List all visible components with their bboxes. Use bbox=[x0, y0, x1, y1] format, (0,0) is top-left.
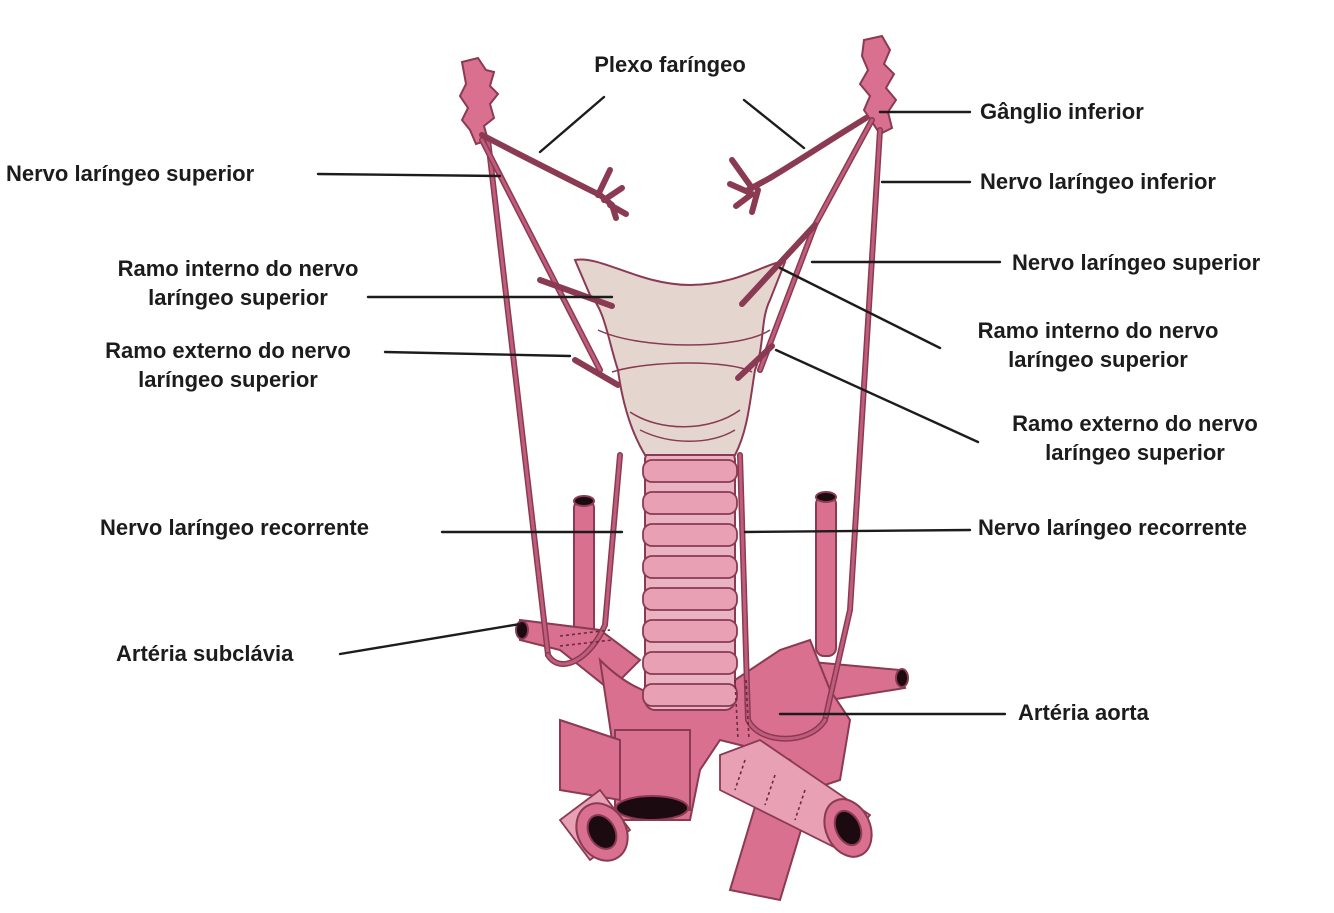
right-external-branch bbox=[735, 343, 775, 381]
leader-plexo-faringeo-left bbox=[538, 95, 606, 154]
pharyngeal-twig bbox=[595, 167, 629, 221]
nerve-highlight bbox=[486, 138, 550, 657]
pharyngeal-twig bbox=[727, 157, 761, 215]
cartilage-contour bbox=[597, 329, 771, 346]
label-recorrente-left: Nervo laríngeo recorrente bbox=[100, 515, 369, 540]
label-nervo-laringeo-superior-right: Nervo laríngeo superior bbox=[1012, 250, 1261, 275]
left-bronchus-lumen bbox=[586, 814, 618, 850]
aorta-lumen bbox=[615, 795, 689, 821]
right-vertical-artery bbox=[815, 495, 837, 657]
right-internal-branch bbox=[739, 222, 818, 307]
nerve-highlight bbox=[738, 453, 827, 741]
larynx bbox=[573, 258, 787, 456]
left-external-branch bbox=[572, 357, 621, 388]
leader-ramo-externo-left bbox=[383, 350, 572, 358]
label-ramo-interno-left-line2: laríngeo superior bbox=[148, 285, 328, 310]
bronchus-ring-line bbox=[734, 759, 746, 791]
tracheal-ring bbox=[642, 459, 738, 483]
tracheal-ring bbox=[642, 683, 738, 707]
left-internal-branch bbox=[537, 277, 615, 309]
leader-ramo-interno-right bbox=[778, 266, 942, 350]
bronchi bbox=[558, 738, 873, 862]
right-pharyngeal-branch bbox=[745, 115, 869, 193]
right-subclavian-opening bbox=[895, 668, 909, 688]
cricoid-contour bbox=[639, 429, 736, 442]
right-ganglion bbox=[858, 34, 898, 136]
label-ramo-interno-right-line2: laríngeo superior bbox=[1008, 347, 1188, 372]
nerve-highlight bbox=[480, 138, 602, 372]
label-nervo-laringeo-superior-left: Nervo laríngeo superior bbox=[6, 161, 255, 186]
label-ramo-externo-left-line1: Ramo externo do nervo bbox=[105, 338, 351, 363]
label-ramo-interno-right-line1: Ramo interno do nervo bbox=[978, 318, 1219, 343]
tracheal-ring bbox=[642, 619, 738, 643]
label-plexo-faringeo: Plexo faríngeo bbox=[594, 52, 746, 77]
label-arteria-subclavia: Artéria subclávia bbox=[116, 641, 294, 666]
label-nervo-laringeo-inferior: Nervo laríngeo inferior bbox=[980, 169, 1216, 194]
nerve-highlight bbox=[823, 128, 882, 722]
bronchus-ring-line bbox=[794, 789, 806, 821]
leader-arteria-subclavia bbox=[338, 622, 522, 656]
subclavian-opening bbox=[515, 620, 529, 640]
leader-ramo-externo-right bbox=[774, 348, 980, 444]
leader-recorrente-right bbox=[743, 528, 972, 534]
nerve-hidden-segment bbox=[559, 639, 613, 647]
label-ramo-externo-right-line2: laríngeo superior bbox=[1045, 440, 1225, 465]
right-artery-opening bbox=[815, 491, 837, 503]
label-ramo-externo-right-line1: Ramo externo do nervo bbox=[1012, 411, 1258, 436]
label-arteria-aorta: Artéria aorta bbox=[1018, 700, 1150, 725]
nerve-hidden-segment bbox=[734, 679, 739, 741]
nerves bbox=[479, 115, 883, 742]
tracheal-ring bbox=[642, 587, 738, 611]
cricoid-contour bbox=[629, 409, 741, 428]
right-bronchus-lumen bbox=[833, 809, 863, 847]
left-artery-opening bbox=[573, 495, 595, 507]
nerve-hidden-segment bbox=[745, 679, 750, 741]
label-recorrente-right: Nervo laríngeo recorrente bbox=[978, 515, 1247, 540]
labels: Plexo faríngeo Gânglio inferior Nervo la… bbox=[6, 52, 1261, 725]
tracheal-ring bbox=[642, 491, 738, 515]
leader-lines bbox=[316, 95, 1007, 716]
nerve-highlight bbox=[546, 453, 622, 666]
left-vertical-artery bbox=[573, 499, 595, 641]
bronchus-ring-line bbox=[764, 774, 776, 806]
tracheal-ring bbox=[642, 651, 738, 675]
tracheal-ring bbox=[642, 523, 738, 547]
cartilage-contour bbox=[611, 362, 753, 373]
trachea bbox=[642, 449, 738, 711]
label-ramo-externo-left-line2: laríngeo superior bbox=[138, 367, 318, 392]
nerve-hidden-segment bbox=[559, 629, 611, 637]
vagus-ganglia bbox=[458, 34, 898, 146]
right-superior-laryngeal-nerve bbox=[757, 117, 875, 373]
label-ramo-interno-left-line1: Ramo interno do nervo bbox=[118, 256, 359, 281]
leader-nervo-laringeo-superior-left bbox=[316, 172, 502, 178]
left-ganglion bbox=[458, 56, 500, 146]
label-ganglio-inferior: Gânglio inferior bbox=[980, 99, 1144, 124]
leader-plexo-faringeo-right bbox=[742, 98, 806, 150]
left-pulmonary-vessel bbox=[559, 718, 621, 802]
tracheal-ring bbox=[642, 555, 738, 579]
